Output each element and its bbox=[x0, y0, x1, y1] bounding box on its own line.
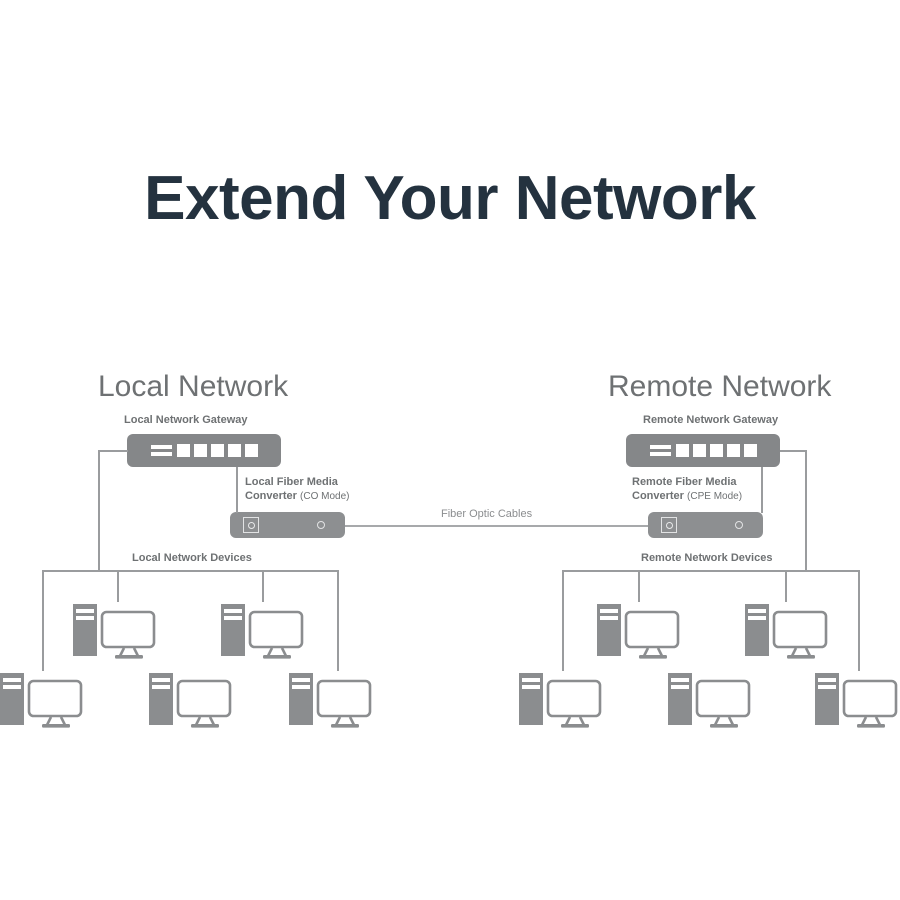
remote-device-drop-2 bbox=[638, 570, 640, 602]
remote-computer-2[interactable] bbox=[744, 602, 830, 662]
local-computer-1[interactable] bbox=[72, 602, 158, 662]
local-computer-3[interactable] bbox=[0, 671, 85, 731]
remote-gateway-label: Remote Network Gateway bbox=[643, 414, 779, 426]
gateway-port-icon bbox=[692, 444, 706, 457]
fiber-optic-cables-label: Fiber Optic Cables bbox=[441, 508, 533, 520]
gateway-port-icon bbox=[176, 444, 190, 457]
local-device-drop-4 bbox=[337, 570, 339, 671]
local-network-gateway[interactable] bbox=[127, 434, 281, 467]
gateway-port-row bbox=[649, 444, 757, 457]
remote-device-drop-3 bbox=[785, 570, 787, 602]
local-gateway-downlink-v bbox=[98, 450, 100, 571]
remote-converter-label-line2-text: Converter bbox=[632, 490, 684, 502]
local-device-drop-3 bbox=[262, 570, 264, 602]
remote-network-heading: Remote Network bbox=[608, 370, 832, 403]
gateway-port-row bbox=[150, 444, 258, 457]
sfp-port-icon bbox=[243, 517, 259, 533]
local-gateway-to-converter bbox=[236, 467, 238, 513]
local-computer-5[interactable] bbox=[288, 671, 374, 731]
uplink-port-icon bbox=[649, 445, 671, 456]
fiber-optic-cable-link bbox=[345, 525, 648, 527]
local-network-devices-label: Local Network Devices bbox=[132, 552, 252, 564]
local-gateway-downlink-h bbox=[98, 450, 128, 452]
page-title: Extend Your Network bbox=[144, 164, 756, 233]
remote-fiber-media-converter[interactable] bbox=[648, 512, 763, 538]
local-computer-2[interactable] bbox=[220, 602, 306, 662]
uplink-port-icon bbox=[150, 445, 172, 456]
gateway-port-icon bbox=[244, 444, 258, 457]
gateway-port-icon bbox=[210, 444, 224, 457]
local-device-drop-1 bbox=[42, 570, 44, 671]
remote-converter-label: Remote Fiber Media Converter (CPE Mode) bbox=[632, 475, 742, 504]
local-fiber-media-converter[interactable] bbox=[230, 512, 345, 538]
local-device-drop-2 bbox=[117, 570, 119, 602]
status-led-icon bbox=[735, 521, 743, 529]
local-gateway-label: Local Network Gateway bbox=[124, 414, 248, 426]
remote-device-drop-4 bbox=[858, 570, 860, 671]
remote-gateway-to-converter bbox=[761, 467, 763, 513]
gateway-port-icon bbox=[709, 444, 723, 457]
remote-converter-label-line2: Converter (CPE Mode) bbox=[632, 489, 742, 504]
gateway-port-icon bbox=[675, 444, 689, 457]
remote-network-gateway[interactable] bbox=[626, 434, 780, 467]
local-network-heading: Local Network bbox=[98, 370, 289, 403]
local-converter-mode: (CO Mode) bbox=[300, 491, 350, 502]
local-converter-label: Local Fiber Media Converter (CO Mode) bbox=[245, 475, 349, 504]
local-converter-label-line2: Converter (CO Mode) bbox=[245, 489, 349, 504]
remote-computer-4[interactable] bbox=[667, 671, 753, 731]
remote-gateway-downlink-v bbox=[805, 450, 807, 571]
remote-computer-1[interactable] bbox=[596, 602, 682, 662]
remote-gateway-downlink-h bbox=[780, 450, 806, 452]
remote-device-drop-1 bbox=[562, 570, 564, 671]
remote-network-devices-label: Remote Network Devices bbox=[641, 552, 773, 564]
remote-device-bus bbox=[562, 570, 859, 572]
remote-converter-label-line1: Remote Fiber Media bbox=[632, 476, 737, 488]
remote-computer-5[interactable] bbox=[814, 671, 900, 731]
status-led-icon bbox=[317, 521, 325, 529]
gateway-port-icon bbox=[743, 444, 757, 457]
remote-converter-mode: (CPE Mode) bbox=[687, 491, 743, 502]
remote-computer-3[interactable] bbox=[518, 671, 604, 731]
local-converter-label-line1: Local Fiber Media bbox=[245, 476, 338, 488]
gateway-port-icon bbox=[227, 444, 241, 457]
local-computer-4[interactable] bbox=[148, 671, 234, 731]
sfp-port-icon bbox=[661, 517, 677, 533]
local-converter-label-line2-text: Converter bbox=[245, 490, 297, 502]
gateway-port-icon bbox=[726, 444, 740, 457]
gateway-port-icon bbox=[193, 444, 207, 457]
local-device-bus bbox=[42, 570, 338, 572]
